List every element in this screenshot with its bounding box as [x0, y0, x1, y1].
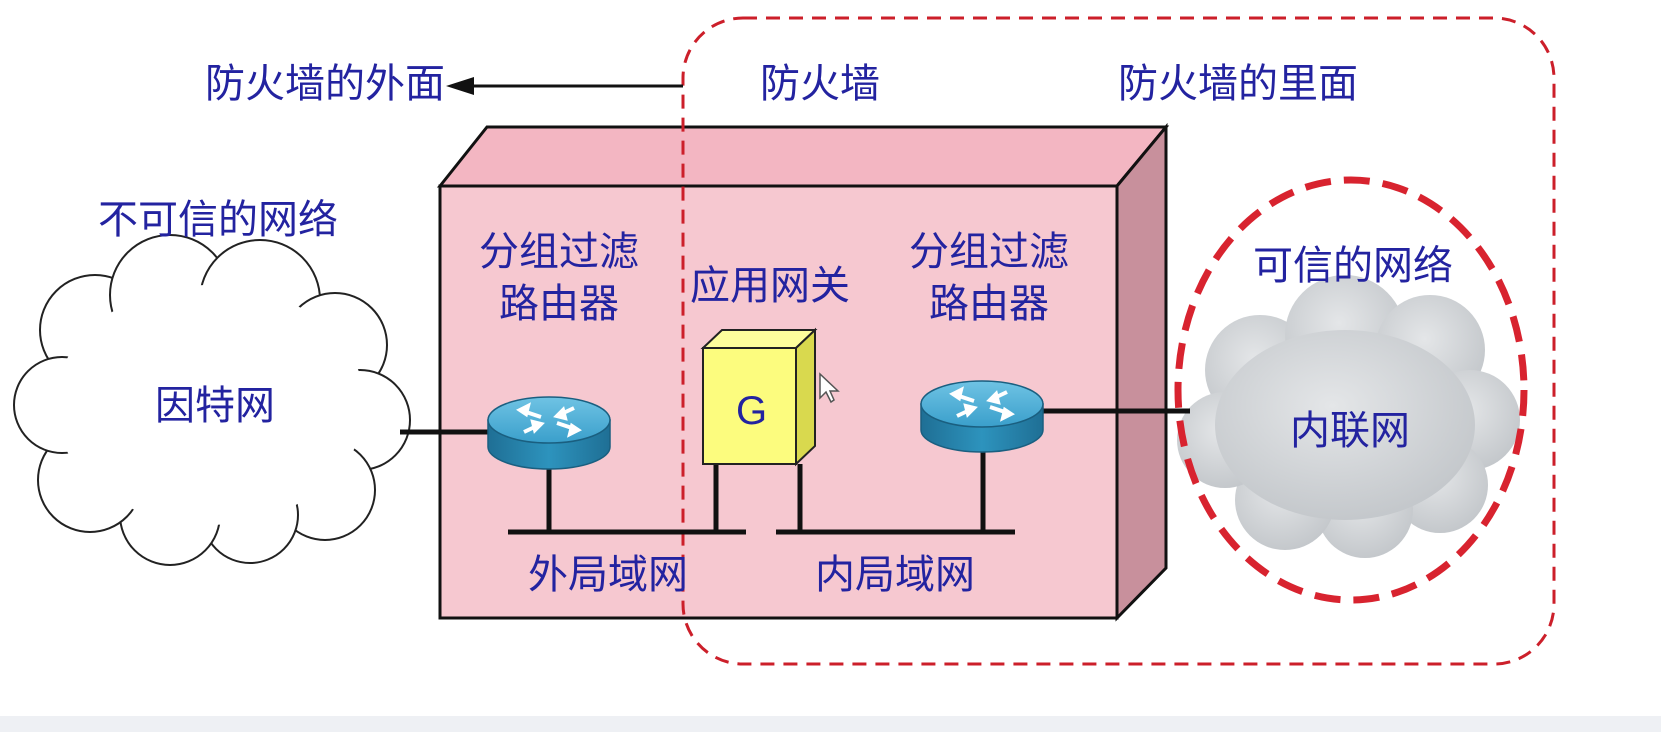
firewall-box-side — [1115, 122, 1168, 622]
trusted-network-dashed-ring — [1174, 176, 1528, 604]
gateway-box — [700, 327, 818, 467]
packet-filter-router-right-label: 分组过滤 路由器 — [904, 226, 1074, 330]
bottom-strip — [0, 716, 1661, 732]
router-right-icon — [920, 380, 1044, 453]
internet-cloud — [13, 234, 411, 566]
packet-filter-router-left-line1: 分组过滤 — [479, 229, 639, 275]
internal-lan-label: 内局域网 — [815, 552, 975, 598]
router-left-icon — [487, 396, 611, 470]
untrusted-network-label: 不可信的网络 — [98, 197, 338, 243]
inside-dashed-border — [681, 16, 1556, 666]
packet-filter-router-left-label: 分组过滤 路由器 — [474, 226, 644, 330]
outside-arrow — [446, 77, 683, 95]
intranet-cloud — [1177, 275, 1520, 558]
packet-filter-router-right-line2: 路由器 — [929, 281, 1049, 327]
outside-label: 防火墙的外面 — [205, 61, 445, 107]
inside-label: 防火墙的里面 — [1118, 61, 1358, 107]
firewall-box-top — [436, 125, 1170, 188]
packet-filter-router-left-line2: 路由器 — [499, 281, 619, 327]
trusted-network-label: 可信的网络 — [1253, 243, 1453, 289]
gateway-letter: G — [736, 389, 768, 433]
internet-label: 因特网 — [155, 383, 275, 429]
firewall-label: 防火墙 — [760, 61, 880, 107]
application-gateway-label: 应用网关 — [690, 263, 850, 309]
mouse-cursor-icon — [819, 372, 840, 404]
intranet-label: 内联网 — [1290, 408, 1410, 454]
packet-filter-router-right-line1: 分组过滤 — [909, 229, 1069, 275]
external-lan-label: 外局域网 — [528, 552, 688, 598]
